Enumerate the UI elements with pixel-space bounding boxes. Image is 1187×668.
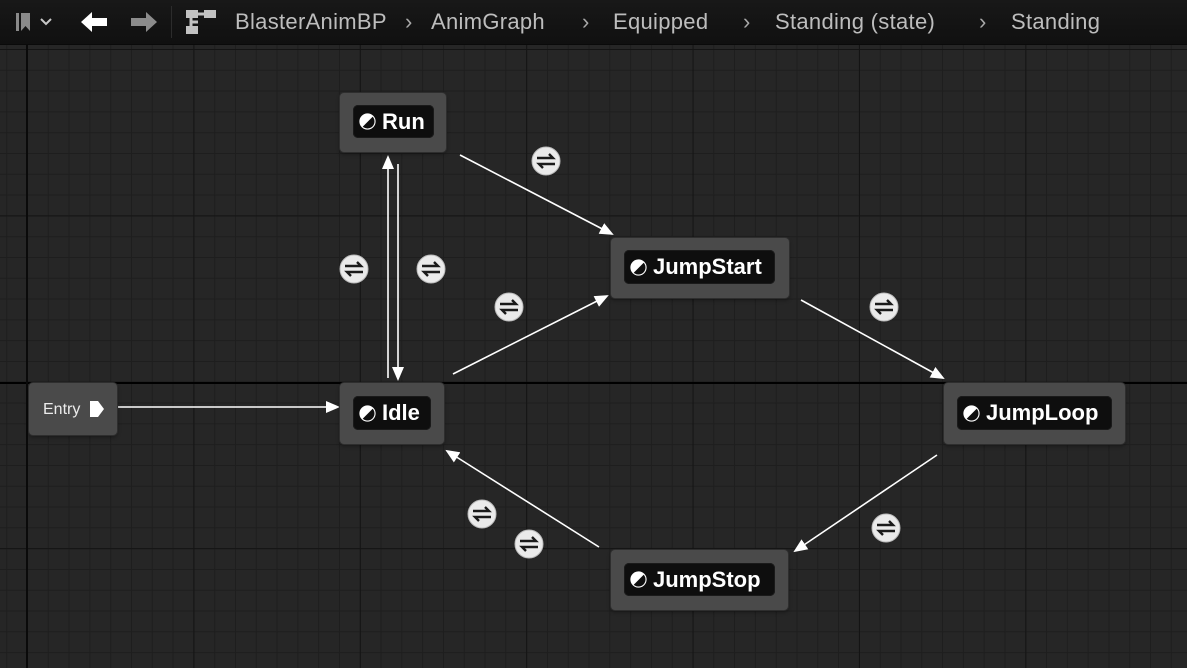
state-node-title: JumpLoop bbox=[957, 396, 1112, 430]
state-label: Run bbox=[382, 108, 425, 134]
state-icon bbox=[630, 571, 647, 588]
forward-button[interactable] bbox=[124, 0, 164, 44]
breadcrumb-equipped[interactable]: Equipped bbox=[613, 9, 709, 34]
transition-rule-icon[interactable] bbox=[416, 254, 446, 284]
graph-breadcrumb-toolbar: BlasterAnimBP › AnimGraph › Equipped › S… bbox=[0, 0, 1187, 45]
state-node-title: JumpStop bbox=[624, 563, 775, 596]
state-label: JumpLoop bbox=[986, 400, 1099, 425]
transition-rule-icon[interactable] bbox=[467, 499, 497, 529]
breadcrumb-blasteranimbp[interactable]: BlasterAnimBP bbox=[235, 9, 387, 34]
wire-idle-to-jumpstart[interactable] bbox=[452, 295, 609, 375]
state-label: JumpStop bbox=[653, 566, 761, 592]
breadcrumb-separator-icon: › bbox=[582, 9, 590, 34]
transition-rule-icon[interactable] bbox=[339, 254, 369, 284]
graph-origin-horizontal-line bbox=[0, 382, 1187, 384]
breadcrumb-separator-icon: › bbox=[743, 9, 751, 34]
state-icon bbox=[359, 113, 376, 130]
transition-rule-icon[interactable] bbox=[871, 513, 901, 543]
entry-node[interactable]: Entry bbox=[29, 383, 117, 435]
state-node-jumpstop[interactable]: JumpStop bbox=[611, 550, 788, 610]
state-node-jumpstart[interactable]: JumpStart bbox=[611, 238, 789, 298]
state-label: Idle bbox=[382, 400, 420, 425]
bookmark-dropdown-button[interactable] bbox=[8, 0, 60, 44]
state-node-title: Idle bbox=[353, 396, 431, 430]
state-node-run[interactable]: Run bbox=[340, 93, 446, 152]
state-node-title: Run bbox=[353, 105, 434, 138]
state-icon bbox=[359, 404, 376, 422]
state-node-idle[interactable]: Idle bbox=[340, 383, 444, 444]
state-icon bbox=[963, 404, 980, 422]
state-node-jumploop[interactable]: JumpLoop bbox=[944, 383, 1125, 444]
wire-jumpstart-to-jumploop[interactable] bbox=[800, 299, 945, 379]
forward-arrow-icon bbox=[131, 12, 157, 32]
chevron-down-icon bbox=[40, 18, 52, 26]
graph-origin-vertical-line bbox=[26, 44, 28, 668]
back-button[interactable] bbox=[74, 0, 114, 44]
toolbar-separator bbox=[171, 6, 172, 38]
breadcrumb-separator-icon: › bbox=[979, 9, 987, 34]
bookmark-icon bbox=[16, 13, 30, 31]
transition-rule-icon[interactable] bbox=[531, 146, 561, 176]
exec-output-pin-icon[interactable] bbox=[89, 400, 105, 418]
graph-hierarchy-icon bbox=[186, 10, 216, 34]
wire-jumploop-to-jumpstop[interactable] bbox=[793, 454, 938, 553]
state-icon bbox=[630, 258, 647, 276]
wire-run-to-jumpstart[interactable] bbox=[459, 154, 614, 235]
breadcrumb-animgraph[interactable]: AnimGraph bbox=[431, 9, 545, 34]
transition-rule-icon[interactable] bbox=[869, 292, 899, 322]
breadcrumb-separator-icon: › bbox=[405, 9, 413, 34]
breadcrumb-standing-state[interactable]: Standing (state) bbox=[775, 9, 936, 34]
state-label: JumpStart bbox=[653, 254, 762, 279]
back-arrow-icon bbox=[81, 12, 107, 32]
breadcrumb-standing[interactable]: Standing bbox=[1011, 9, 1101, 34]
state-node-title: JumpStart bbox=[624, 250, 775, 284]
transition-rule-icon[interactable] bbox=[494, 292, 524, 322]
transition-rule-icon[interactable] bbox=[514, 529, 544, 559]
wire-jumpstop-to-idle[interactable] bbox=[445, 449, 600, 548]
entry-label: Entry bbox=[43, 401, 81, 418]
